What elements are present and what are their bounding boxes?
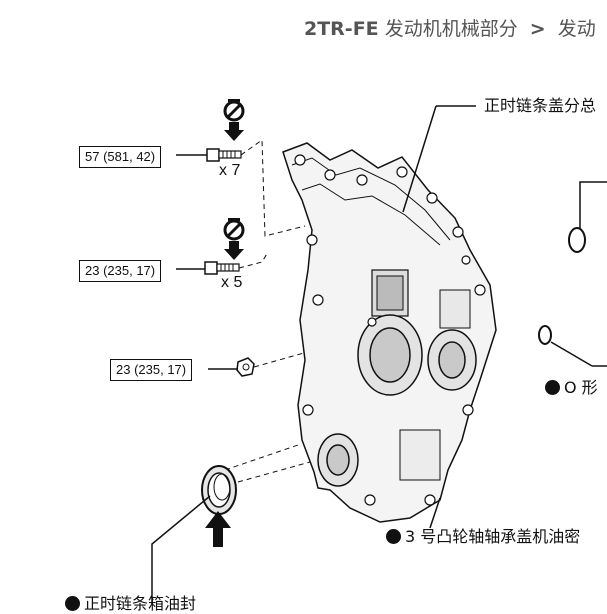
apply-arrow-icon [205, 511, 231, 547]
engine-code: 2TR-FE [304, 18, 379, 40]
breadcrumb: 2TR-FE 发动机机械部分 > 发动 [304, 14, 596, 41]
oring-callout: O 形 [545, 378, 598, 398]
no-reuse-icon [223, 218, 245, 260]
torque-spec-box: 23 (235, 17) [110, 359, 193, 381]
breadcrumb-separator: > [529, 18, 546, 40]
quantity-label: x 7 [219, 162, 241, 179]
oil-seal [201, 465, 237, 515]
cover-callout: 正时链条盖分总 [484, 96, 597, 115]
non-reusable-bullet-icon [386, 529, 401, 544]
breadcrumb-section[interactable]: 发动机机械部分 [384, 18, 518, 40]
bolt-icon [206, 148, 242, 162]
torque-spec-box: 23 (235, 17) [79, 260, 162, 282]
oil-seal-callout: 3 号凸轮轴轴承盖机油密 [386, 527, 580, 547]
torque-spec-box: 57 (581, 42) [79, 146, 162, 168]
bolt-icon [204, 261, 240, 275]
nut-icon [236, 357, 255, 377]
no-reuse-icon [223, 99, 245, 141]
bottom-callout: 正时链条箱油封 [65, 594, 196, 614]
timing-chain-cover [282, 142, 497, 523]
breadcrumb-subsection[interactable]: 发动 [557, 18, 596, 40]
quantity-label: x 5 [221, 274, 243, 291]
non-reusable-bullet-icon [545, 380, 560, 395]
